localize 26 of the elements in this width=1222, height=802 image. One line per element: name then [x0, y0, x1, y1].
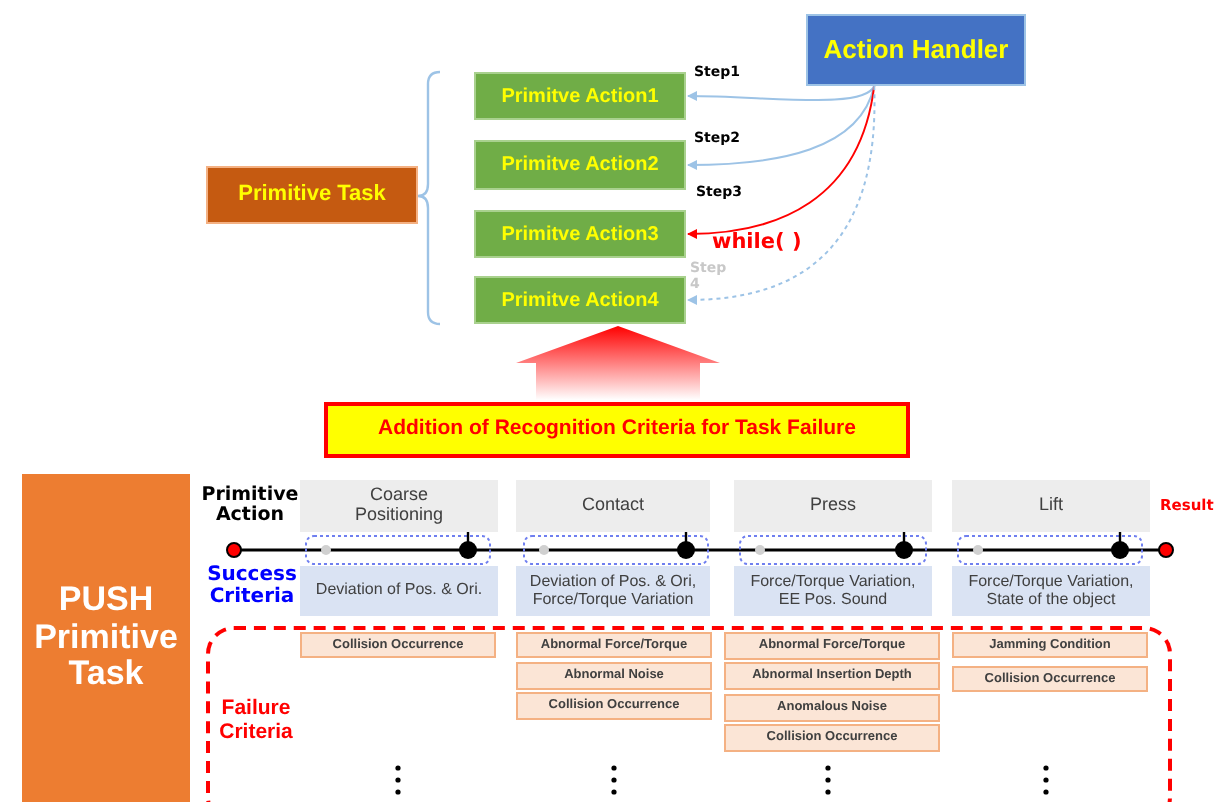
row-label: Primitive Action: [199, 486, 301, 528]
arrow: [687, 85, 876, 102]
action-box: Primitve Action2: [474, 140, 686, 190]
handler-box: Action Handler: [806, 14, 1026, 86]
row-label: Success Criteria: [205, 564, 299, 608]
criteria-box: Deviation of Pos. & Ori, Force/Torque Variation: [516, 566, 710, 616]
criteria-box: Deviation of Pos. & Ori.: [300, 566, 498, 616]
criteria-box: Force/Torque Variation, EE Pos. Sound: [734, 566, 932, 616]
block-arrow: [516, 326, 720, 400]
task-box: Primitive Task: [206, 166, 418, 224]
phase-box: Contact: [516, 480, 710, 532]
arrow: [687, 85, 876, 170]
banner-box: Addition of Recognition Criteria for Task Failure: [324, 402, 910, 458]
section-label: Failure Criteria: [217, 696, 295, 745]
arrow: [687, 85, 876, 305]
action-box: Primitve Action3: [474, 210, 686, 258]
task-panel: PUSH Primitive Task: [22, 474, 190, 802]
criteria-box: Force/Torque Variation, State of the object: [952, 566, 1150, 616]
arrow: [687, 85, 876, 239]
loop-label: while( ): [712, 232, 802, 256]
phase-box: Coarse Positioning: [300, 480, 498, 532]
action-box: Primitve Action4: [474, 276, 686, 324]
phase-box: Lift: [952, 480, 1150, 532]
phase-box: Press: [734, 480, 932, 532]
action-box: Primitve Action1: [474, 72, 686, 120]
failure-region: [206, 626, 1172, 802]
